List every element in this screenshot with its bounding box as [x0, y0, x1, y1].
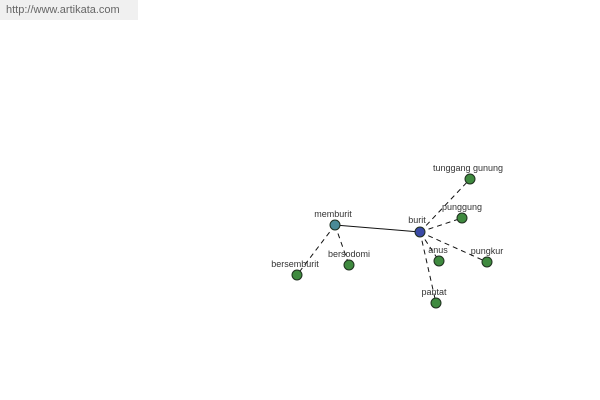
node-anus[interactable] [433, 255, 445, 267]
edge-burit-pantat [419, 231, 437, 304]
edge-memburit-burit [334, 224, 421, 233]
label-pungkur[interactable]: pungkur [471, 246, 504, 256]
label-tunggang-gunung[interactable]: tunggang gunung [433, 163, 503, 173]
node-punggung[interactable] [456, 212, 468, 224]
edge-burit-punggung [419, 217, 463, 233]
edge-memburit-bersemburit [296, 224, 336, 276]
node-bersemburit[interactable] [291, 269, 303, 281]
node-bersodomi[interactable] [343, 259, 355, 271]
label-bersemburit[interactable]: bersemburit [271, 259, 319, 269]
edge-burit-tunggang-gunung [419, 178, 471, 233]
site-url-bar: http://www.artikata.com [0, 0, 138, 20]
edge-burit-pungkur [419, 231, 488, 263]
node-pungkur[interactable] [481, 256, 493, 268]
site-url-link[interactable]: http://www.artikata.com [6, 4, 120, 16]
node-memburit[interactable] [329, 219, 341, 231]
label-punggung[interactable]: punggung [442, 202, 482, 212]
label-burit[interactable]: burit [408, 215, 426, 225]
label-memburit[interactable]: memburit [314, 209, 352, 219]
edge-burit-anus [419, 231, 440, 262]
node-burit[interactable] [414, 226, 426, 238]
node-tunggang-gunung[interactable] [464, 173, 476, 185]
graph-nodes [291, 173, 493, 309]
label-anus[interactable]: anus [428, 245, 448, 255]
label-bersodomi[interactable]: bersodomi [328, 249, 370, 259]
graph-labels: burit memburit tunggang gunung punggung … [271, 163, 503, 297]
edge-memburit-bersodomi [334, 224, 350, 266]
label-pantat[interactable]: pantat [421, 287, 447, 297]
graph-edges [296, 178, 488, 304]
node-pantat[interactable] [430, 297, 442, 309]
